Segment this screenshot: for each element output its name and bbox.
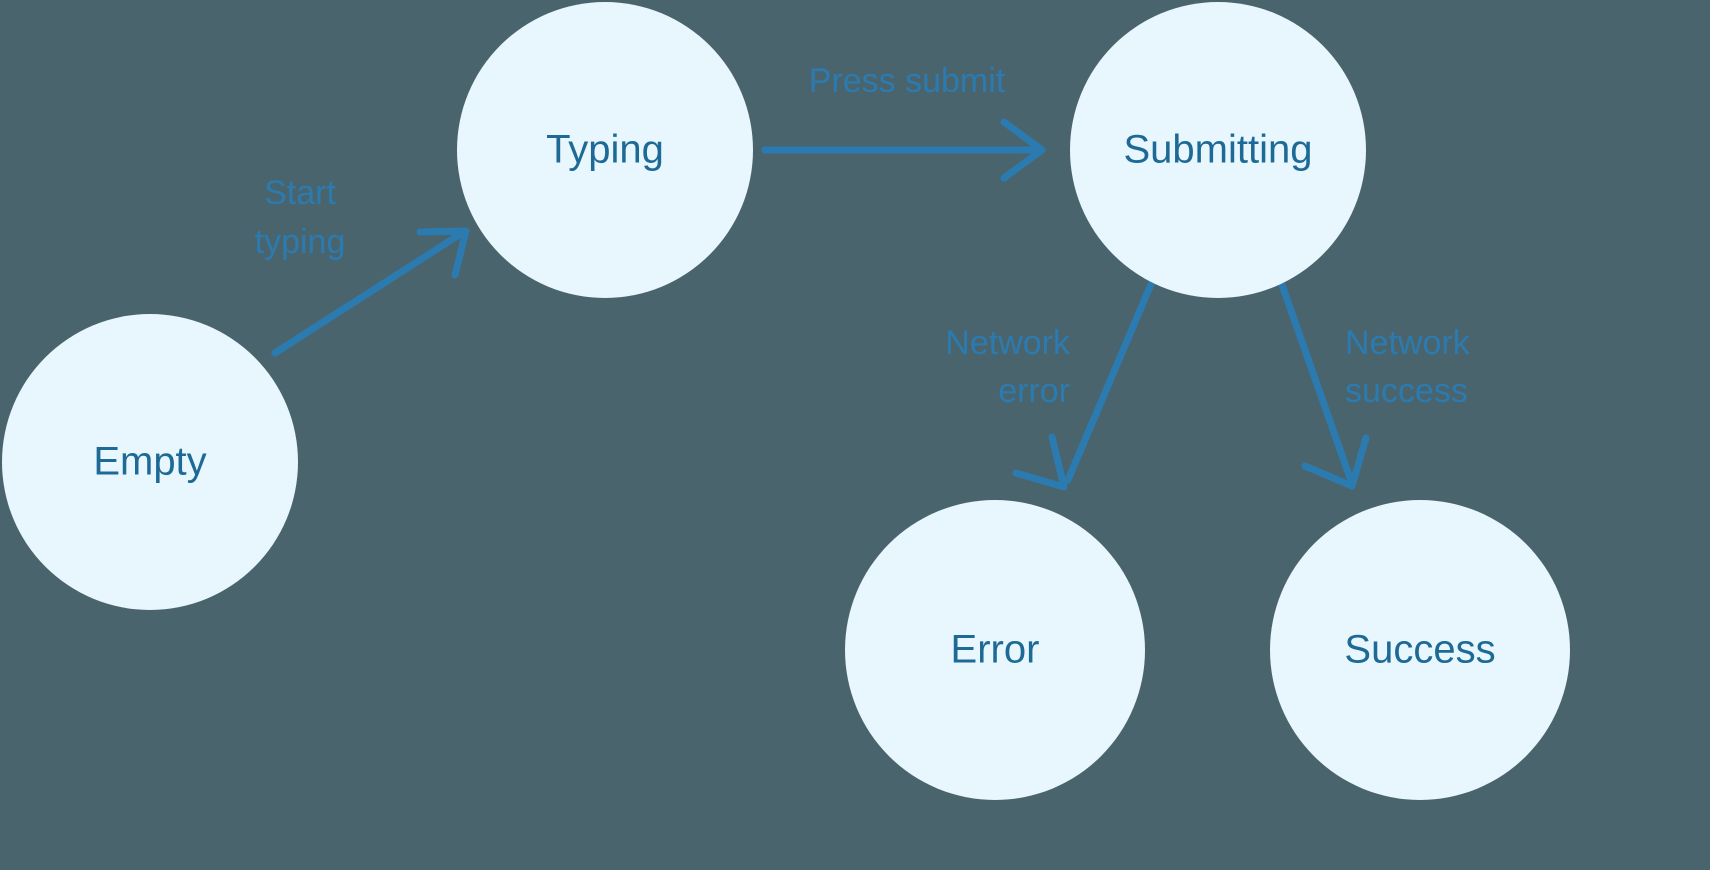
edge-submitting-to-success <box>1277 278 1370 490</box>
edge-label-typing-to-submitting: Press submit <box>809 62 1006 100</box>
edge-empty-to-typing-line <box>271 229 466 357</box>
edge-typing-to-submitting <box>761 118 1046 182</box>
edge-submitting-to-error <box>1012 278 1156 491</box>
state-node-typing[interactable]: Typing <box>457 2 753 298</box>
state-node-typing-circle[interactable] <box>457 2 753 298</box>
state-node-submitting-circle[interactable] <box>1070 2 1366 298</box>
edge-empty-to-typing-arrowhead <box>416 227 470 279</box>
edge-submitting-to-error-arrowhead <box>1012 433 1068 491</box>
edge-label-submitting-to-error-line-1: Network <box>945 324 1071 362</box>
edge-label-empty-to-typing-line-2: typing <box>255 223 346 261</box>
state-node-empty-label: Empty <box>93 440 206 484</box>
edge-submitting-to-error-line <box>1064 278 1156 484</box>
state-node-error-label: Error <box>951 628 1040 672</box>
edge-empty-to-typing <box>271 227 470 357</box>
edge-label-submitting-to-error: Network error <box>945 324 1071 410</box>
edge-label-submitting-to-success-line-1: Network <box>1345 324 1471 362</box>
edge-label-empty-to-typing: Start typing <box>255 174 346 261</box>
edge-submitting-to-success-line <box>1277 278 1354 482</box>
state-node-error[interactable]: Error <box>845 500 1145 800</box>
state-node-success-label: Success <box>1344 628 1495 672</box>
state-node-empty-circle[interactable] <box>2 314 298 610</box>
edge-label-typing-to-submitting-line-1: Press submit <box>809 62 1006 100</box>
state-node-submitting[interactable]: Submitting <box>1070 2 1366 298</box>
edge-submitting-to-success-arrowhead <box>1301 434 1370 490</box>
edge-label-submitting-to-success-line-2: success <box>1345 372 1468 410</box>
edge-label-empty-to-typing-line-1: Start <box>264 174 336 212</box>
edge-label-submitting-to-error-line-2: error <box>998 372 1070 410</box>
edge-typing-to-submitting-arrowhead <box>1000 118 1046 182</box>
state-node-empty[interactable]: Empty <box>2 314 298 610</box>
edge-label-submitting-to-success: Network success <box>1345 324 1471 410</box>
state-node-typing-label: Typing <box>546 128 664 172</box>
state-node-success[interactable]: Success <box>1270 500 1570 800</box>
state-node-success-circle[interactable] <box>1270 500 1570 800</box>
state-node-error-circle[interactable] <box>845 500 1145 800</box>
state-node-submitting-label: Submitting <box>1124 128 1313 172</box>
